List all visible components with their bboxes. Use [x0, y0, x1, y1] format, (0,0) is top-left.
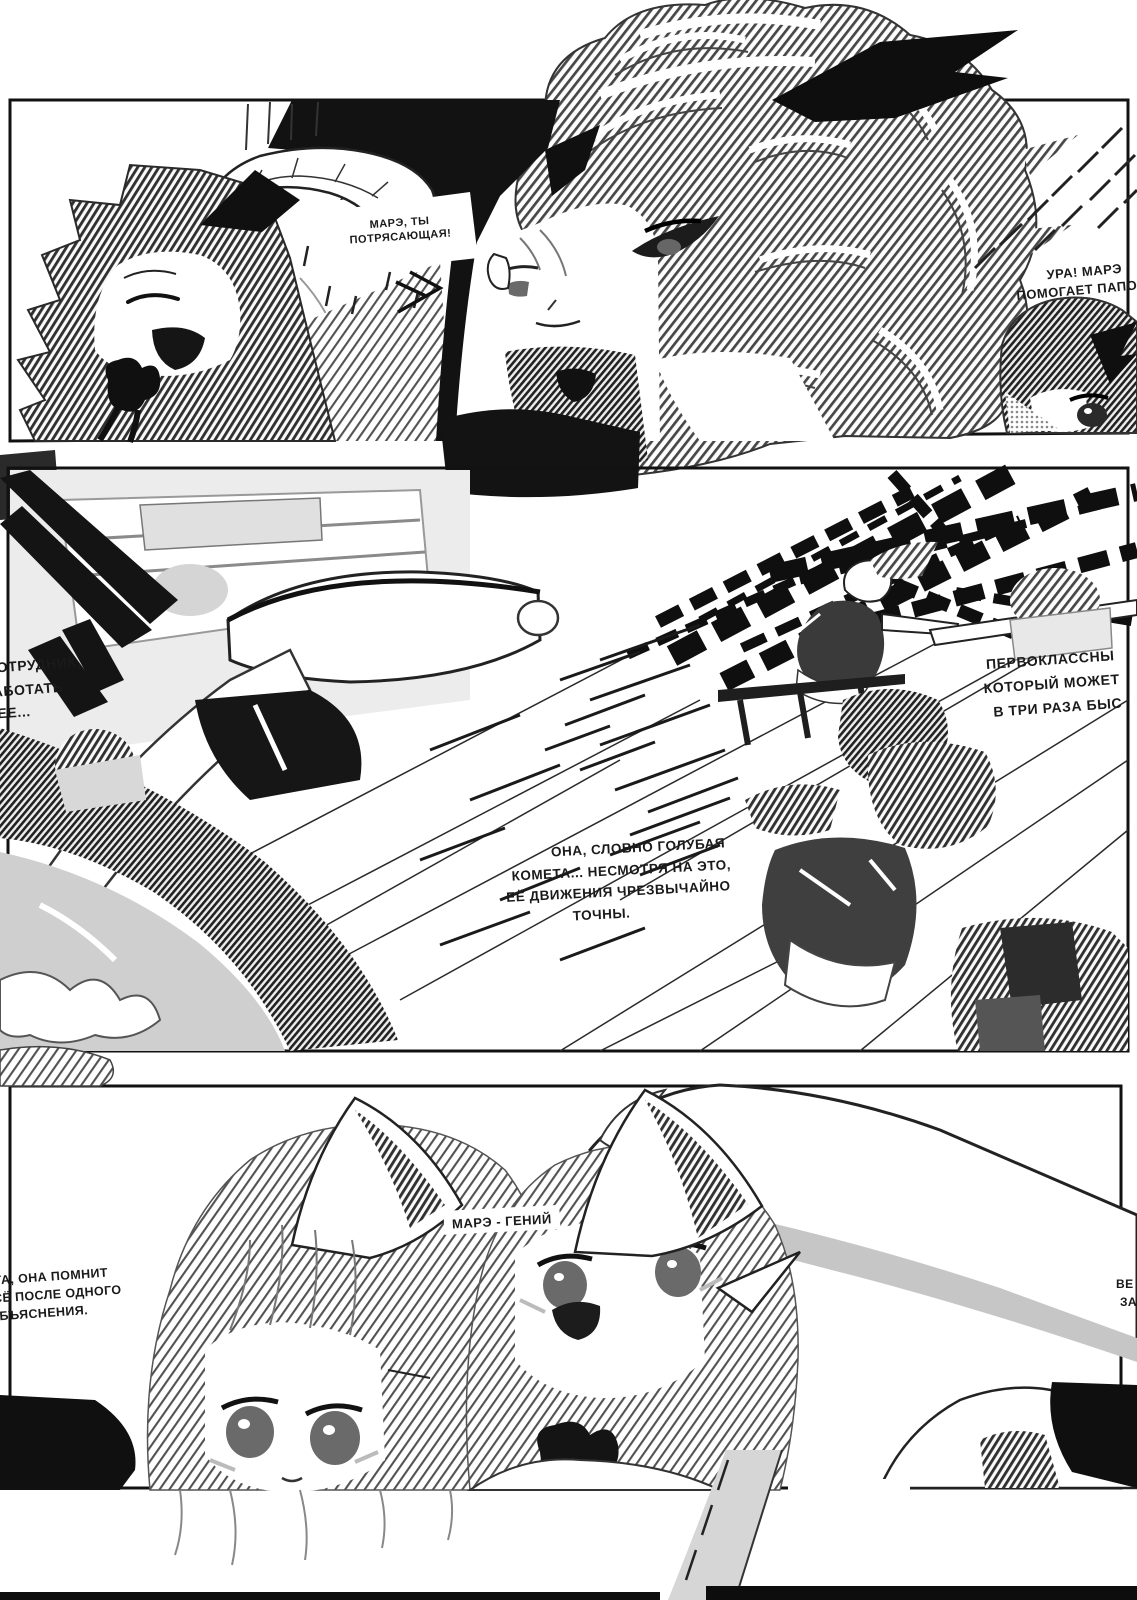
svg-text:РАБОТАТЬ: РАБОТАТЬ	[0, 679, 64, 701]
svg-text:ЗА: ЗА	[1120, 1295, 1137, 1309]
svg-text:УРА! МАРЭ: УРА! МАРЭ	[1046, 261, 1123, 283]
svg-text:РЕЕ...: РЕЕ...	[0, 703, 31, 722]
svg-text:СОТРУДНИК,: СОТРУДНИК,	[0, 653, 82, 676]
svg-text:ТОЧНЫ.: ТОЧНЫ.	[572, 905, 630, 923]
svg-text:ВЕ: ВЕ	[1116, 1277, 1133, 1291]
svg-text:МАРЭ, ТЫ: МАРЭ, ТЫ	[369, 215, 430, 231]
svg-text:МАРЭ - ГЕНИЙ: МАРЭ - ГЕНИЙ	[452, 1211, 552, 1231]
